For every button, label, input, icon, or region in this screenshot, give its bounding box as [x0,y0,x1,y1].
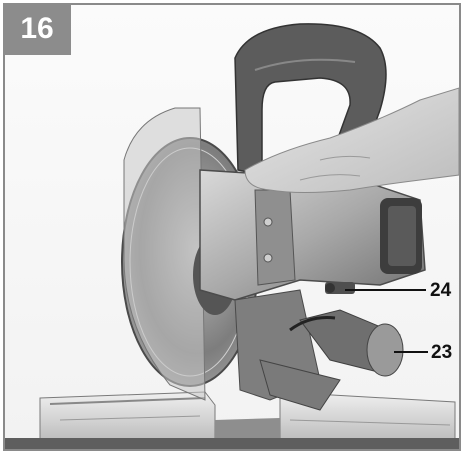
motor-housing [199,169,426,401]
hand [244,87,460,193]
figure-frame [3,3,461,451]
spring-assembly-23 [259,309,404,411]
callout-24-label: 24 [430,280,452,301]
saw-base [5,391,459,449]
callout-23-label: 23 [431,342,453,363]
figure-number-badge: 16 [3,3,71,55]
